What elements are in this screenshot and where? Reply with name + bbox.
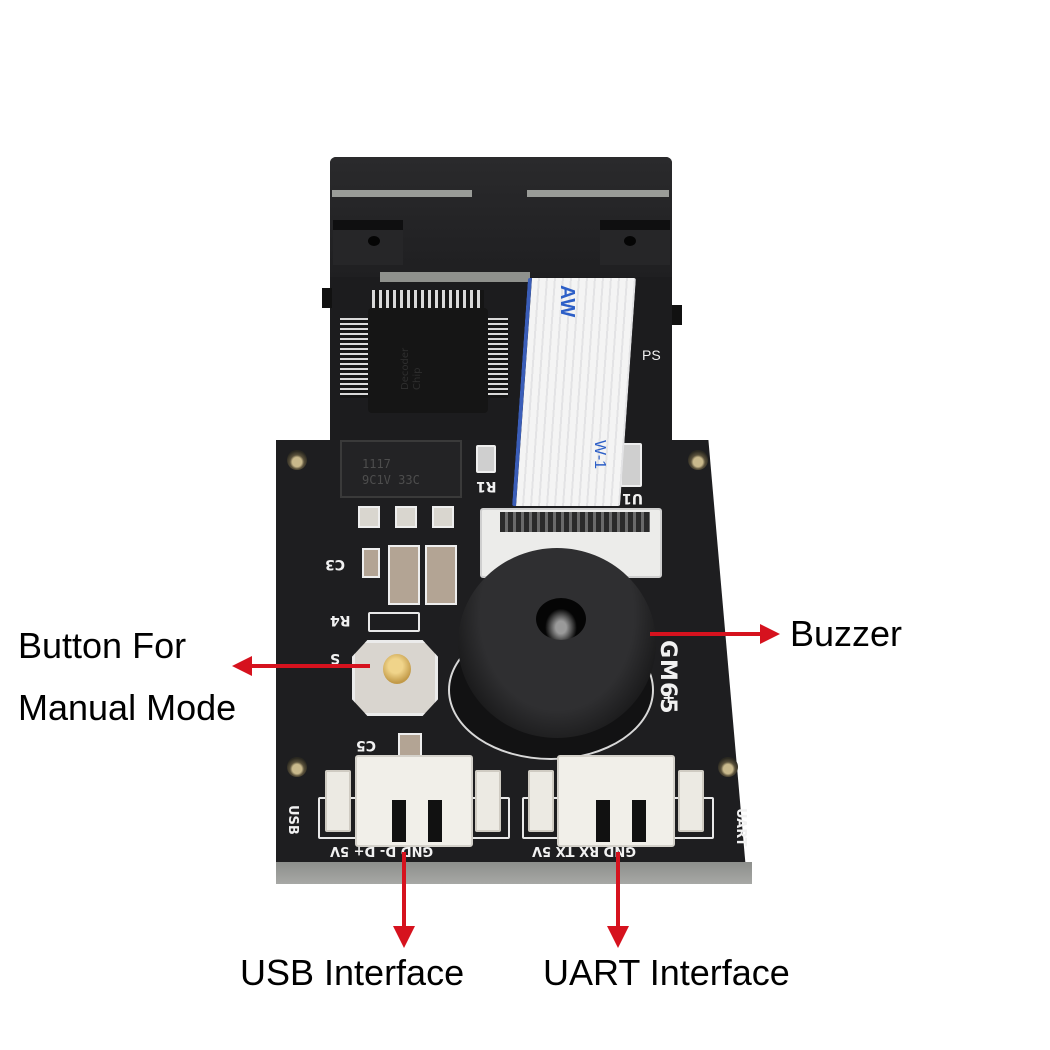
usb-connector[interactable]	[355, 755, 473, 847]
regulator-line2: 9C1V 33C	[362, 473, 420, 487]
label-button-line1: Button For	[18, 625, 187, 666]
usb-pin-2	[428, 800, 442, 842]
silk-ps: PS	[642, 347, 661, 363]
lens-bar	[380, 272, 530, 282]
silk-uart: UART	[733, 808, 748, 847]
side-nub-left	[322, 288, 332, 308]
capacitor-c3	[362, 548, 380, 578]
buzzer-sound-hole	[536, 598, 586, 640]
silk-c5: C5	[356, 737, 377, 753]
silk-c3: C3	[325, 556, 346, 572]
fpc-contacts	[500, 512, 650, 532]
uart-pin-2	[632, 800, 646, 842]
uart-connector-side-left	[528, 770, 554, 832]
arrow-down-icon	[393, 926, 415, 948]
ribbon-text-bottom: W-1	[591, 440, 608, 470]
silk-r1: R1	[476, 478, 497, 494]
usb-connector-side-left	[325, 770, 351, 832]
silk-u1: U1	[622, 490, 644, 506]
regulator-pad-1	[358, 506, 380, 528]
mount-hole-bottom-right	[718, 757, 738, 777]
capacitor-large-1	[388, 545, 420, 605]
resistor-r4	[368, 612, 420, 632]
label-button-line2: Manual Mode	[18, 687, 237, 728]
regulator-pad-2	[395, 506, 417, 528]
silk-uart-pins: GND RX TX 5V	[532, 843, 636, 858]
arrow-usb-line	[402, 852, 406, 932]
manual-mode-button-cap[interactable]	[383, 654, 411, 684]
silk-plus: +	[662, 688, 676, 707]
label-usb-interface: USB Interface	[240, 952, 465, 993]
arrow-button-line	[250, 664, 370, 668]
uart-pin-1	[596, 800, 610, 842]
uart-connector-side-right	[678, 770, 704, 832]
resistor-r1	[476, 445, 496, 473]
regulator-pad-3	[432, 506, 454, 528]
uart-connector[interactable]	[557, 755, 675, 847]
chip-pins-top	[372, 290, 484, 310]
pcb-edge	[276, 862, 752, 884]
label-buzzer: Buzzer	[790, 613, 903, 654]
arrow-uart-line	[616, 852, 620, 932]
arrow-down-icon	[607, 926, 629, 948]
usb-pin-1	[392, 800, 406, 842]
regulator-line1: 1117	[362, 457, 391, 471]
capacitor-c5	[398, 733, 422, 757]
arrow-left-icon	[232, 656, 252, 676]
voltage-regulator: 1117 9C1V 33C	[340, 440, 462, 498]
screw-hole-right	[624, 236, 636, 246]
mount-hole-bottom-left	[287, 757, 307, 777]
mount-notch-left	[333, 220, 403, 265]
side-nub-right	[672, 305, 682, 325]
capacitor-large-2	[425, 545, 457, 605]
decoder-chip	[368, 308, 488, 413]
chip-marking: Decoder Chip	[400, 347, 423, 390]
mount-hole-top-right	[688, 450, 708, 470]
silk-r4: R4	[330, 612, 351, 628]
arrow-right-icon	[760, 624, 780, 644]
mount-hole-top-left	[287, 450, 307, 470]
ribbon-text-top: AW	[556, 285, 578, 318]
silk-usb: USB	[285, 805, 300, 835]
silk-usb-pins: GND D- D+ 5V	[330, 843, 434, 858]
usb-connector-side-right	[475, 770, 501, 832]
scanner-window-strip-right	[527, 190, 669, 197]
buzzer	[458, 548, 656, 738]
label-uart-interface: UART Interface	[543, 952, 790, 993]
scanner-window-strip-left	[332, 190, 472, 197]
arrow-buzzer-line	[650, 632, 762, 636]
screw-hole-left	[368, 236, 380, 246]
silk-model-gm65: GM65	[655, 640, 680, 715]
chip-pins-left	[340, 318, 368, 398]
